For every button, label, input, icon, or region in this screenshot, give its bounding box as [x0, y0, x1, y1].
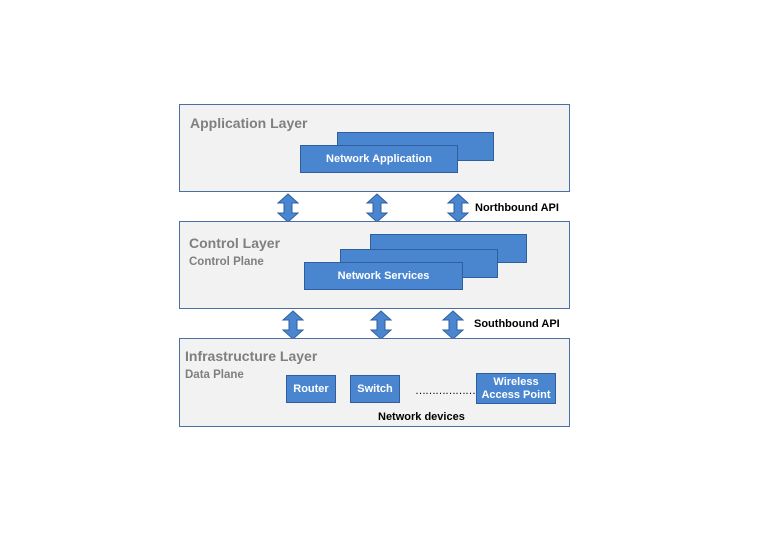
southbound-arrow-left	[281, 310, 305, 340]
infrastructure-layer-title: Infrastructure Layer	[185, 348, 318, 364]
southbound-arrow-middle	[369, 310, 393, 340]
network-services-box: Network Services	[304, 262, 463, 290]
control-layer: Control Layer Control Plane Network Serv…	[179, 221, 570, 309]
data-plane-subtitle: Data Plane	[185, 369, 244, 381]
infrastructure-layer: Infrastructure Layer Data Plane Router S…	[179, 338, 570, 427]
application-layer: Application Layer Network Application	[179, 104, 570, 192]
southbound-api-label: Southbound API	[474, 318, 560, 330]
southbound-arrow-right	[441, 310, 465, 340]
network-devices-caption: Network devices	[378, 411, 465, 423]
network-application-box: Network Application	[300, 145, 458, 173]
devices-ellipsis: ……………….	[415, 385, 478, 397]
application-layer-title: Application Layer	[190, 115, 308, 131]
northbound-arrow-middle	[365, 193, 389, 223]
northbound-api-label: Northbound API	[475, 202, 559, 214]
wireless-access-point-box: Wireless Access Point	[476, 373, 556, 404]
northbound-arrow-left	[276, 193, 300, 223]
router-box: Router	[286, 375, 336, 403]
switch-box: Switch	[350, 375, 400, 403]
northbound-arrow-right	[446, 193, 470, 223]
control-layer-title: Control Layer	[189, 235, 281, 251]
control-plane-subtitle: Control Plane	[189, 256, 264, 268]
